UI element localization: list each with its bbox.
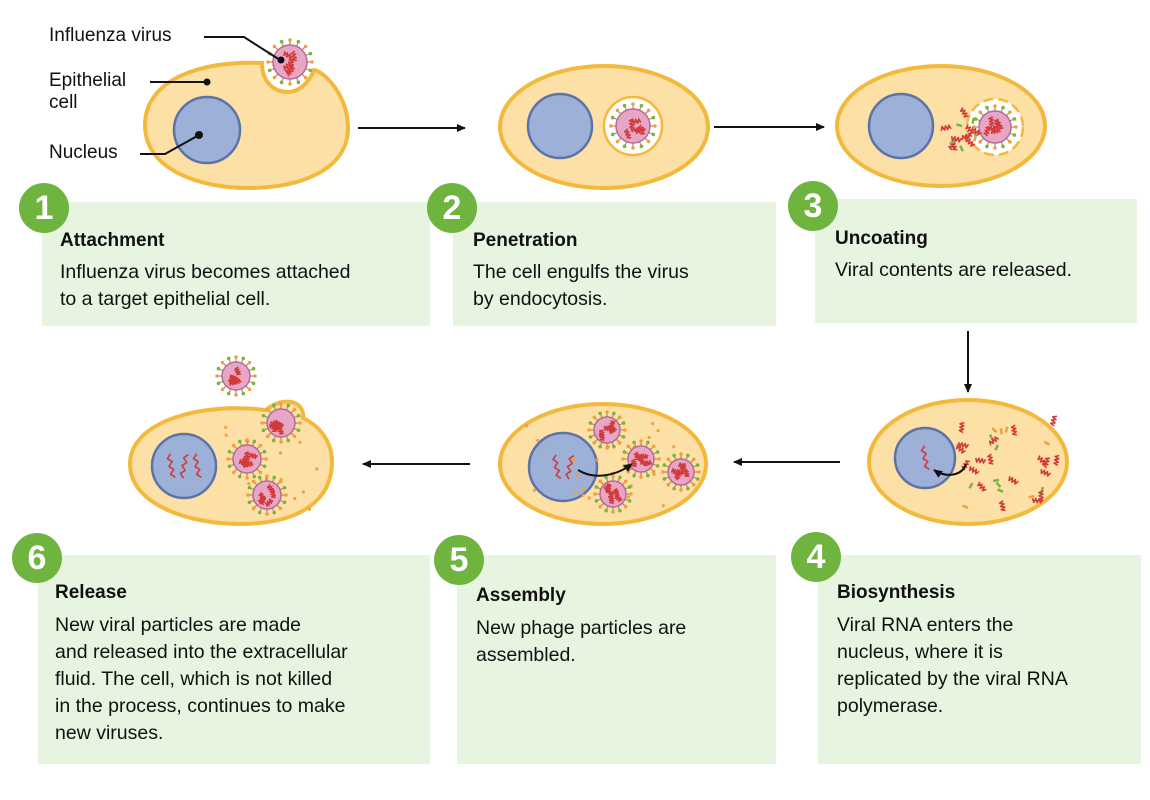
viral-rna-fragments	[955, 415, 1060, 512]
step-number-1: 1	[19, 183, 69, 233]
virus-icon	[587, 410, 627, 450]
label-nucleus: Nucleus	[49, 142, 118, 163]
nucleus-leader-line	[140, 134, 200, 155]
step-box-4	[818, 555, 1141, 764]
virus-icon	[260, 402, 302, 444]
rna-entry-arrow	[933, 463, 967, 478]
virus-icon	[609, 102, 657, 150]
step-number-5: 5	[434, 535, 484, 585]
cell-step2	[498, 64, 710, 190]
step-title-1: Attachment	[60, 230, 165, 251]
step-number-2: 2	[427, 183, 477, 233]
step-description-5: New phage particles are assembled.	[476, 617, 687, 666]
label-influenza-virus: Influenza virus	[49, 25, 172, 46]
cell-step3	[835, 64, 1047, 188]
step-box-6	[38, 555, 430, 764]
step-number-6: 6	[12, 533, 62, 583]
step-title-2: Penetration	[473, 230, 578, 251]
step-box-3	[815, 199, 1137, 323]
step-title-3: Uncoating	[835, 228, 928, 249]
nucleus-step1	[172, 95, 242, 165]
step-box-2	[453, 202, 776, 326]
virus-icon	[266, 38, 314, 86]
virus-icon	[661, 452, 701, 492]
step-box-5	[457, 555, 776, 764]
step-number-3: 3	[788, 181, 838, 231]
rna-in-nucleus	[552, 454, 575, 480]
released-contents	[940, 107, 982, 152]
virus-icon	[593, 474, 633, 514]
step-description-6: New viral particles are made and release…	[55, 614, 348, 744]
cell-step5	[498, 402, 708, 526]
virus-icon	[972, 104, 1018, 150]
virus-leader-line	[204, 36, 281, 61]
virus-icon	[621, 439, 661, 479]
virus-icon	[215, 355, 257, 397]
step-box-1	[42, 202, 430, 326]
virus-icon	[246, 474, 288, 516]
cell-step6	[127, 399, 335, 527]
assembly-arrow	[577, 463, 633, 477]
label-epithelial-cell: Epithelial cell	[49, 70, 127, 113]
cell-step1	[142, 60, 351, 191]
virus-icon	[226, 438, 268, 480]
step-description-1: Influenza virus becomes attached to a ta…	[60, 261, 351, 310]
step-number-4: 4	[791, 532, 841, 582]
rna-in-nucleus	[920, 445, 930, 471]
step-title-5: Assembly	[476, 585, 566, 606]
step-title-4: Biosynthesis	[837, 582, 956, 603]
step-description-2: The cell engulfs the virus by endocytosi…	[473, 261, 689, 310]
step-description-3: Viral contents are released.	[835, 259, 1073, 281]
step-title-6: Release	[55, 582, 127, 603]
step-description-4: Viral RNA enters the nucleus, where it i…	[837, 614, 1068, 717]
rna-in-nucleus	[166, 453, 202, 479]
